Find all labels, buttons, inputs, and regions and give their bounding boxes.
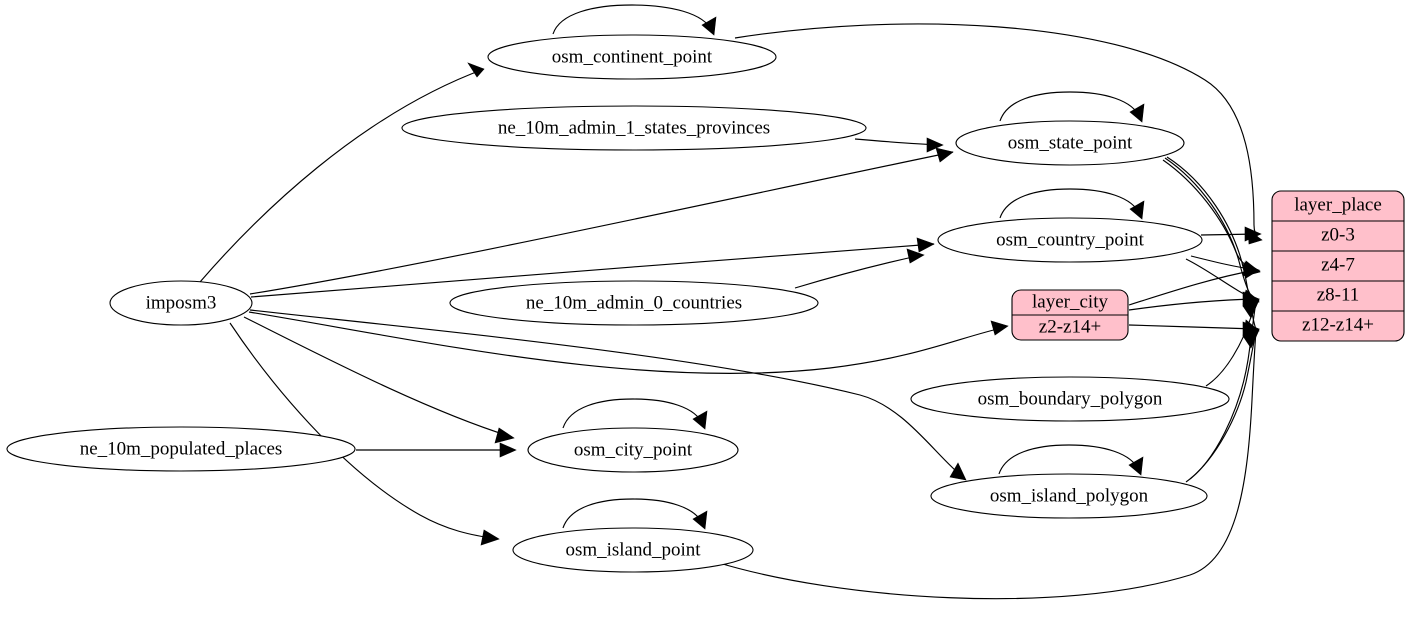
self-loop-osm-island-point xyxy=(562,498,708,530)
edge-imposm3-to-osm-city-point xyxy=(243,316,515,444)
node-osm-boundary-polygon[interactable]: osm_boundary_polygon xyxy=(910,376,1230,422)
edge-osm-island-point-to-layer-place-z12-z14 xyxy=(715,329,1260,600)
self-loop-osm-city-point xyxy=(562,398,708,430)
edge-imposm3-to-layer-city xyxy=(248,311,1009,374)
node-ne-10m-admin-1-states-provinces[interactable]: ne_10m_admin_1_states_provinces xyxy=(401,105,867,151)
node-osm-city-point[interactable]: osm_city_point xyxy=(527,427,739,473)
edge-osm-country-point-to-layer-place-z0-3 xyxy=(1200,226,1262,242)
edge-osm-state-point-to-layer-place-z4-7 xyxy=(1162,159,1261,277)
edge-imposm3-to-osm-island-point xyxy=(229,322,500,546)
node-osm-island-point[interactable]: osm_island_point xyxy=(512,527,754,573)
node-osm-state-point[interactable]: osm_state_point xyxy=(955,120,1185,166)
node-osm-country-point[interactable]: osm_country_point xyxy=(937,217,1203,263)
edge-layer-city-to-layer-place-z12-z14 xyxy=(1128,321,1260,337)
node-ne-10m-admin-0-countries[interactable]: ne_10m_admin_0_countries xyxy=(449,280,819,326)
edge-imposm3-to-osm-island-polygon xyxy=(249,309,967,481)
record-node-layer-place[interactable]: layer_place z0-3 z4-7 z8-11 z12-z14+ xyxy=(1271,190,1405,342)
edge-layer-city-to-layer-place-z4-7 xyxy=(1128,263,1260,306)
edge-imposm3-to-osm-continent-point xyxy=(199,62,485,283)
edge-populated-places-to-osm-city-point xyxy=(356,442,517,458)
edge-admin0-to-osm-country-point xyxy=(794,248,925,289)
node-ne-10m-populated-places[interactable]: ne_10m_populated_places xyxy=(6,426,356,472)
edge-imposm3-to-osm-state-point xyxy=(249,147,954,295)
layer-place-box[interactable] xyxy=(1271,190,1405,342)
self-loop-osm-country-point xyxy=(999,188,1145,220)
self-loop-osm-island-polygon xyxy=(998,444,1144,476)
edge-layer xyxy=(199,4,1263,600)
node-osm-island-polygon[interactable]: osm_island_polygon xyxy=(930,473,1208,519)
self-loop-osm-state-point xyxy=(999,91,1145,123)
edge-layer-city-to-layer-place-z8-11 xyxy=(1128,291,1260,311)
self-loop-osm-continent-point xyxy=(552,4,717,36)
edge-imposm3-to-osm-country-point xyxy=(250,237,935,298)
record-node-layer-city[interactable]: layer_city z2-z14+ xyxy=(1011,289,1129,341)
edge-admin1-to-osm-state-point xyxy=(854,137,944,153)
record-node-layer: layer_city z2-z14+ layer_place z0-3 z4-7… xyxy=(1011,190,1405,342)
node-osm-continent-point[interactable]: osm_continent_point xyxy=(487,34,777,80)
node-imposm3[interactable]: imposm3 xyxy=(109,280,253,326)
